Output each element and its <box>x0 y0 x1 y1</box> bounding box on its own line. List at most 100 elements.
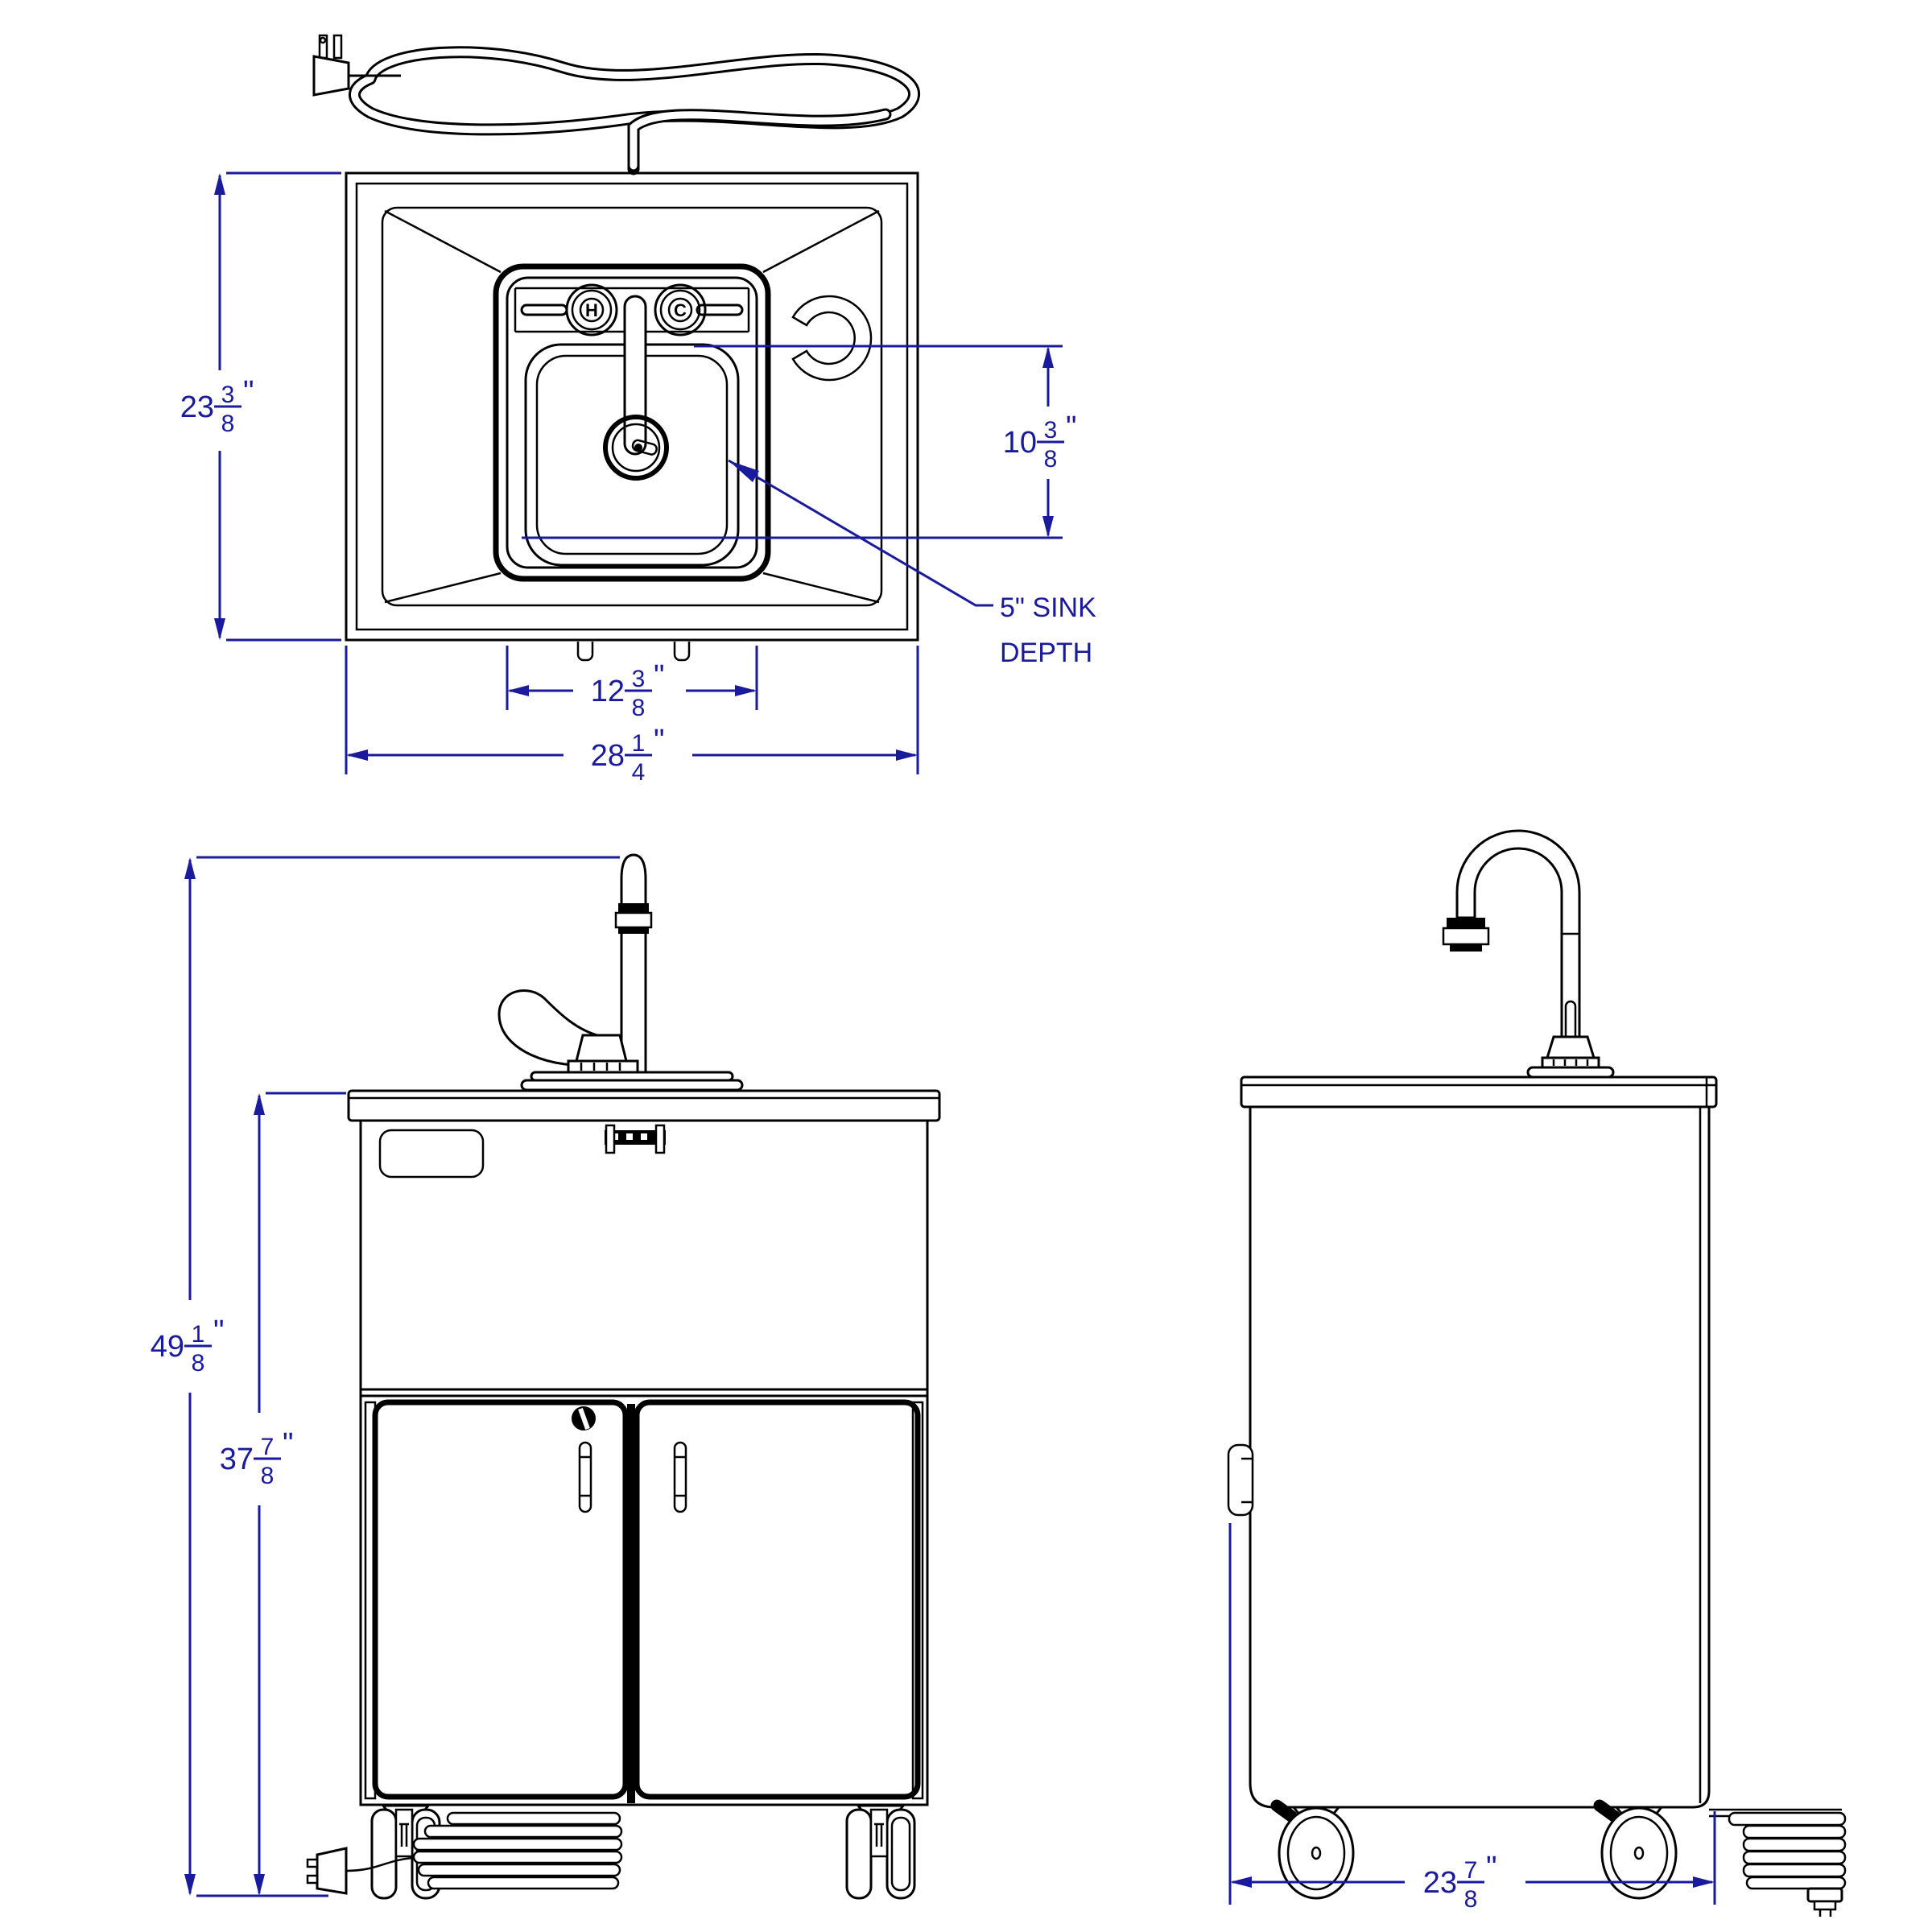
cabinet-body-front <box>359 1119 929 1806</box>
dim-den: 8 <box>261 1463 275 1489</box>
cold-knob: C <box>654 283 707 336</box>
mount-tab <box>576 642 594 662</box>
dim-unit: " <box>283 1427 294 1461</box>
dim-den: 8 <box>632 695 646 721</box>
dim-unit: " <box>1486 1851 1497 1885</box>
keylock-icon <box>572 1406 596 1430</box>
dim-num: 3 <box>632 666 646 692</box>
arrow-left <box>346 749 368 761</box>
callout-line1: 5" SINK <box>1000 592 1096 623</box>
power-cord-top <box>312 34 920 175</box>
side-view: 23 7 8 " <box>1227 829 1847 1917</box>
wheel <box>845 1808 873 1900</box>
sink-depth-callout: 5" SINK DEPTH <box>728 459 1096 668</box>
left-door <box>372 1399 629 1800</box>
dim-unit: " <box>1066 411 1077 444</box>
leader-line <box>728 459 993 607</box>
cabinet-body-side <box>1249 1105 1711 1809</box>
dim-overall-height: 49 1 8 " <box>151 856 620 1897</box>
dim-whole: 12 <box>591 675 625 708</box>
dim-whole: 10 <box>1003 426 1037 460</box>
dim-whole: 37 <box>220 1443 254 1476</box>
dim-den: 8 <box>192 1350 205 1377</box>
wheel <box>1278 1806 1355 1900</box>
side-push-handle <box>1227 1443 1254 1517</box>
wrist-blade-handle <box>497 989 605 1067</box>
dim-whole: 28 <box>591 739 625 773</box>
soap-dish <box>791 295 873 382</box>
side-caster-rear <box>1593 1799 1678 1900</box>
brake-lever <box>1593 1799 1620 1823</box>
left-blade-handle <box>520 303 568 316</box>
arrow-up <box>184 857 196 879</box>
mount-tab <box>673 642 691 662</box>
dim-counter-height: 37 7 8 " <box>220 1092 346 1896</box>
side-caster-front <box>1270 1799 1355 1900</box>
dim-cabinet-depth: 23 7 8 " <box>1228 1523 1716 1913</box>
side-cabinet <box>1227 1075 1718 1809</box>
right-jamb <box>911 1401 924 1800</box>
wheel <box>1600 1806 1678 1900</box>
faucet-base <box>1526 1066 1615 1079</box>
gooseneck-faucet <box>1442 829 1615 1079</box>
front-cord-coil <box>306 1811 623 1895</box>
arrow-up <box>214 173 225 195</box>
spout-top <box>623 295 647 456</box>
nameplate <box>378 1129 485 1179</box>
left-door-handle <box>578 1441 592 1513</box>
dim-num: 1 <box>192 1321 205 1348</box>
dim-num: 3 <box>221 382 235 408</box>
panel-divider <box>361 1388 927 1397</box>
arrow-right <box>735 685 757 696</box>
plug-icon <box>306 1847 348 1895</box>
counter-side <box>1240 1075 1718 1108</box>
cabinet-doors <box>364 1399 924 1803</box>
center-stile <box>627 1404 635 1803</box>
front-cabinet <box>347 1089 941 1806</box>
arrow-up <box>1042 346 1054 368</box>
hot-knob: H <box>565 283 618 336</box>
dim-whole: 23 <box>180 390 214 424</box>
dim-num: 1 <box>632 730 646 757</box>
aerator <box>1447 918 1485 928</box>
arrow-left <box>1230 1876 1252 1888</box>
counter-front <box>347 1089 941 1122</box>
arrow-down <box>254 1874 265 1896</box>
front-view: 49 1 8 " 37 7 8 " <box>151 853 941 1900</box>
dim-den: 4 <box>632 759 646 786</box>
valve-body <box>575 1034 628 1063</box>
right-door <box>634 1399 921 1800</box>
drain <box>603 415 669 481</box>
arrow-down <box>184 1874 196 1896</box>
dim-top-depth: 23 3 8 " <box>180 171 341 642</box>
dim-unit: " <box>654 659 665 693</box>
faucet-deck-top: H C <box>514 283 750 456</box>
dim-whole: 23 <box>1423 1866 1457 1900</box>
arrow-down <box>1042 516 1054 538</box>
callout-line2: DEPTH <box>1000 638 1092 668</box>
cold-knob-label: C <box>674 300 687 320</box>
arrow-down <box>214 618 225 640</box>
dim-whole: 49 <box>151 1330 184 1364</box>
dim-num: 7 <box>1464 1857 1478 1884</box>
drain-lever <box>631 439 658 456</box>
dim-overall-width: 28 1 4 " <box>345 646 919 786</box>
arrow-right <box>1693 1876 1715 1888</box>
dim-num: 7 <box>261 1434 275 1460</box>
right-door-handle <box>673 1441 687 1513</box>
front-faucet <box>497 853 744 1092</box>
dim-den: 8 <box>1464 1886 1478 1913</box>
right-blade-handle <box>696 303 744 316</box>
brake-lever <box>1270 1799 1298 1823</box>
spout-collar <box>618 903 649 913</box>
plug-icon <box>1806 1887 1843 1917</box>
dim-den: 8 <box>1044 446 1058 473</box>
countertop-outline <box>345 171 919 662</box>
latch-detail <box>605 1124 666 1154</box>
dim-unit: " <box>243 375 254 409</box>
dim-drain-offset: 10 3 8 " <box>522 345 1077 539</box>
arrow-right <box>896 749 918 761</box>
arrow-up <box>254 1093 265 1115</box>
front-caster-right <box>845 1804 916 1900</box>
